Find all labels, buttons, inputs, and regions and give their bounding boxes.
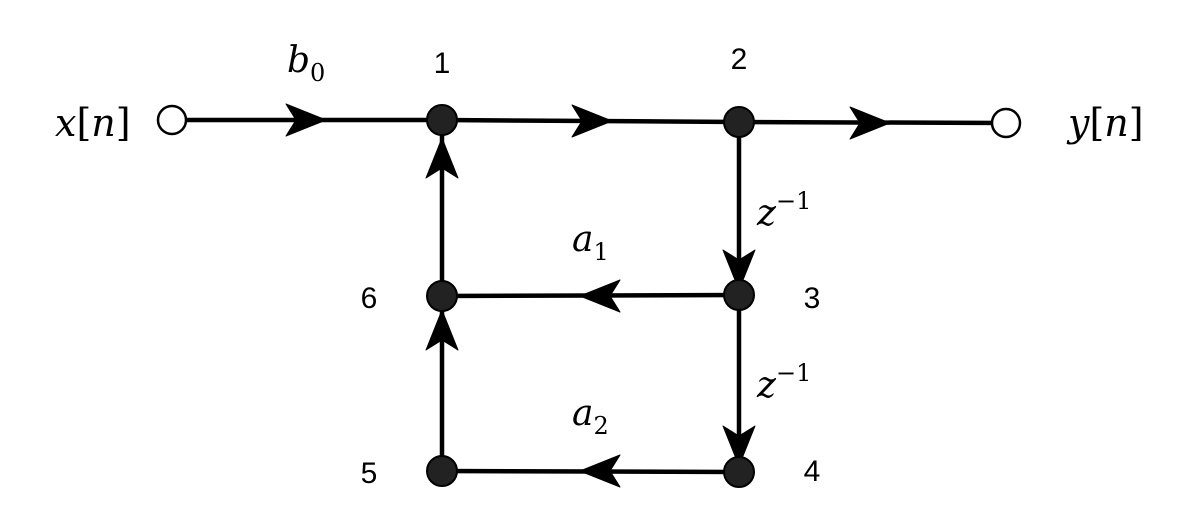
input-label: x[n] — [55, 101, 131, 145]
node-4 — [723, 456, 755, 488]
node-labels: 1 2 3 4 5 6 — [361, 43, 821, 490]
gain-a2-sub: 2 — [593, 412, 608, 440]
arrow-up-5-6 — [425, 309, 459, 351]
gain-a2-var: a — [572, 393, 593, 434]
gain-labels: b0 a1 a2 — [287, 40, 609, 440]
gain-b0: b0 — [287, 40, 325, 87]
node-1 — [426, 104, 458, 136]
delay-z1-upper: z−1 — [756, 187, 811, 234]
node-2 — [723, 106, 755, 138]
arrow-down-3-4 — [722, 425, 756, 467]
output-var: y — [1066, 101, 1090, 145]
input-node — [156, 104, 188, 136]
node-label-2: 2 — [731, 43, 748, 76]
nodes — [156, 104, 1022, 488]
input-var: x — [55, 101, 76, 145]
node-label-6: 6 — [361, 282, 378, 315]
arrowheads — [285, 103, 891, 488]
node-5 — [426, 455, 458, 487]
gain-a1-sub: 1 — [593, 238, 608, 266]
arrow-up-6-1 — [425, 137, 459, 179]
node-3 — [723, 279, 755, 311]
gain-a1: a1 — [572, 219, 609, 266]
gain-b0-var: b — [287, 40, 310, 81]
gain-a2: a2 — [572, 393, 609, 440]
node-6 — [426, 280, 458, 312]
arrow-left-4-5 — [579, 454, 621, 488]
output-bracket-open: [ — [1089, 101, 1104, 145]
delay-upper-var: z — [756, 193, 777, 234]
output-index: n — [1104, 101, 1128, 145]
delay-z1-lower: z−1 — [756, 359, 811, 406]
delay-lower-exp: −1 — [776, 359, 811, 387]
output-node — [990, 107, 1022, 139]
arrow-right-output — [849, 106, 891, 140]
delay-upper-exp: −1 — [776, 187, 811, 215]
gain-b0-sub: 0 — [310, 59, 325, 87]
io-labels: x[n] y[n] — [55, 101, 1144, 145]
node-label-5: 5 — [361, 457, 378, 490]
gain-a1-var: a — [572, 219, 593, 260]
arrow-right-input — [285, 103, 327, 137]
output-label: y[n] — [1066, 101, 1144, 145]
arrow-right-1-2 — [571, 104, 613, 138]
input-bracket-close: ] — [116, 101, 131, 145]
node-label-1: 1 — [434, 47, 451, 80]
delay-labels: z−1 z−1 — [756, 187, 811, 406]
arrow-down-2-3 — [722, 249, 756, 291]
input-bracket-open: [ — [76, 101, 91, 145]
node-label-3: 3 — [804, 282, 821, 315]
delay-lower-var: z — [756, 365, 777, 406]
arrow-left-3-6 — [579, 279, 621, 313]
output-bracket-close: ] — [1129, 101, 1144, 145]
node-label-4: 4 — [804, 455, 821, 488]
input-index: n — [91, 101, 115, 145]
